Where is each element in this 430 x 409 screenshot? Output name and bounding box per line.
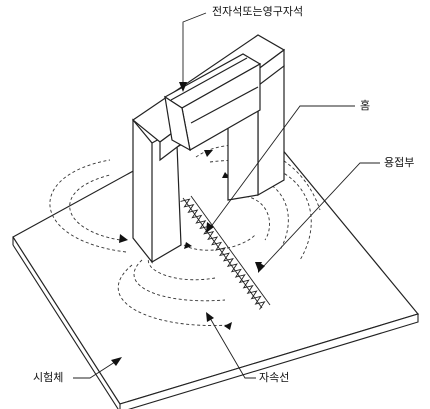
label-magnet: 전자석또는영구자석: [212, 5, 304, 18]
label-groove: 홈: [360, 99, 371, 112]
leader-arrowheads: [111, 82, 265, 366]
flux-line: [69, 174, 121, 241]
flux-line: [133, 259, 226, 302]
label-flux: 자속선: [259, 371, 290, 384]
weld-bead: [180, 195, 271, 310]
flux-line: [183, 234, 256, 251]
flux-line: [49, 159, 127, 253]
leader-specimen: [73, 359, 119, 379]
leader-groove: [209, 105, 355, 229]
flux-line: [234, 194, 270, 241]
label-weld: 용접부: [384, 156, 415, 169]
flux-line: [147, 254, 216, 281]
leader-weld: [261, 162, 380, 269]
leader-magnet: [182, 12, 207, 86]
leader-lines: [73, 12, 380, 379]
label-specimen: 시험체: [33, 371, 64, 384]
specimen-plate: [12, 107, 420, 409]
flux-line: [117, 264, 231, 326]
magnet-yoke: [131, 34, 286, 162]
leader-flux: [209, 317, 256, 379]
